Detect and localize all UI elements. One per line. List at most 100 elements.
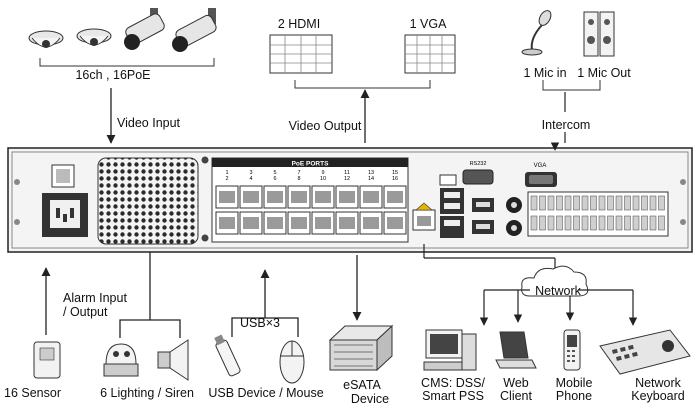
alarm-terminal — [573, 215, 580, 231]
video-input-group-label: 16ch , 16PoE — [75, 68, 151, 82]
poe-port-number: 15 — [392, 170, 398, 176]
intercom-label: Intercom — [541, 118, 591, 132]
power-socket-icon — [42, 193, 88, 237]
power-switch-icon — [51, 164, 75, 188]
client-keyboard-line2: Keyboard — [631, 389, 685, 403]
alarm-label-line2: / Output — [63, 305, 108, 319]
video-output-label: Video Output — [288, 119, 362, 133]
poe-port-icon — [359, 211, 383, 235]
poe-port-number: 11 — [344, 170, 350, 176]
poe-port-number: 4 — [249, 176, 252, 182]
alarm-terminal — [641, 215, 648, 231]
poe-port-icon — [335, 185, 359, 209]
alarm-terminal — [624, 215, 631, 231]
esata-device-icon — [328, 324, 394, 372]
poe-port-icon — [239, 185, 263, 209]
poe-port-number: 14 — [368, 176, 374, 182]
alarm-terminal — [547, 195, 555, 211]
network-keyboard-icon — [599, 329, 691, 375]
lan-port-icon — [412, 202, 436, 231]
desktop-pc-icon — [423, 329, 477, 371]
alarm-terminal — [581, 195, 589, 211]
alarm-terminal-block — [527, 191, 669, 237]
video-output-bracket — [294, 80, 431, 89]
poe-port-number: 12 — [344, 176, 350, 182]
poe-port-number: 6 — [273, 176, 276, 182]
mobile-phone-icon — [563, 329, 581, 371]
alarm-terminal — [615, 215, 623, 231]
bullet-camera-icon — [172, 8, 217, 52]
poe-port-icon — [263, 211, 287, 235]
alarm-device-label: 6 Lighting / Siren — [100, 386, 194, 400]
siren-icon — [157, 339, 189, 381]
alarm-terminal — [539, 195, 546, 211]
alarm-terminal — [564, 215, 572, 231]
poe-port-number: 1 — [225, 170, 228, 176]
alarm-light-icon — [103, 343, 139, 377]
alarm-terminal — [598, 195, 606, 211]
alarm-terminal — [530, 215, 538, 231]
poe-port-number: 13 — [368, 170, 374, 176]
alarm-terminal — [624, 195, 631, 211]
vga-port-label: VGA — [534, 163, 547, 169]
sensor-label: 16 Sensor — [4, 386, 61, 400]
usb-device-label: USB Device / Mouse — [208, 386, 324, 400]
alarm-terminal — [641, 195, 648, 211]
usb-bracket — [231, 317, 299, 337]
poe-port-number: 9 — [321, 170, 324, 176]
poe-port-icon — [311, 185, 335, 209]
alarm-terminal — [632, 195, 640, 211]
intercom-bracket — [542, 80, 601, 91]
speaker-icon — [583, 11, 615, 57]
poe-port-icon — [383, 185, 407, 209]
poe-port-icon — [359, 185, 383, 209]
video-input-bracket — [39, 58, 215, 67]
poe-port-number: 8 — [297, 176, 300, 182]
rs232-label: RS232 — [470, 161, 487, 167]
mic-out-label: 1 Mic Out — [577, 66, 631, 80]
alarm-terminal — [556, 195, 563, 211]
poe-port-number: 5 — [273, 170, 276, 176]
alarm-terminal — [607, 195, 614, 211]
hdmi-port-icon — [472, 220, 494, 234]
alarm-terminal — [590, 195, 597, 211]
vga-label: 1 VGA — [409, 17, 447, 31]
hdmi-label: 2 HDMI — [277, 17, 321, 31]
poe-port-number: 3 — [249, 170, 252, 176]
poe-port-number: 16 — [392, 176, 398, 182]
hdmi-port-icon — [472, 198, 494, 212]
audio-jack-icon — [506, 197, 522, 213]
mouse-icon — [279, 340, 305, 384]
alarm-terminal — [632, 215, 640, 231]
usb-stick-icon — [214, 334, 241, 377]
alarm-terminal — [564, 195, 572, 211]
alarm-terminal — [649, 215, 657, 231]
poe-port-number: 7 — [297, 170, 300, 176]
mic-in-label: 1 Mic in — [523, 66, 567, 80]
screw-icon — [201, 156, 209, 164]
alarm-terminal — [539, 215, 546, 231]
rs232-port-icon: RS232 — [462, 161, 494, 185]
client-cms-line1: CMS: DSS/ — [421, 376, 485, 390]
dome-camera-icon — [76, 28, 112, 46]
esata-label-line1: eSATA — [343, 378, 381, 392]
alarm-label-line1: Alarm Input — [63, 291, 127, 305]
alarm-terminal — [556, 215, 563, 231]
alarm-terminal — [658, 195, 665, 211]
poe-port-icon — [215, 185, 239, 209]
poe-port-icon — [311, 211, 335, 235]
poe-port-number: 10 — [320, 176, 326, 182]
usb-port-icon — [440, 216, 464, 238]
poe-port-number: 2 — [225, 176, 228, 182]
video-input-label: Video Input — [117, 116, 181, 130]
cooling-fan-grille — [97, 157, 199, 245]
poe-port-icon — [287, 185, 311, 209]
poe-port-icon — [383, 211, 407, 235]
client-cms-line2: Smart PSS — [422, 389, 484, 403]
client-keyboard-line1: Network — [635, 376, 681, 390]
usb-port-icon — [440, 188, 464, 214]
alarm-terminal — [547, 215, 555, 231]
alarm-terminal — [530, 195, 538, 211]
client-mobile-line2: Phone — [555, 389, 593, 403]
